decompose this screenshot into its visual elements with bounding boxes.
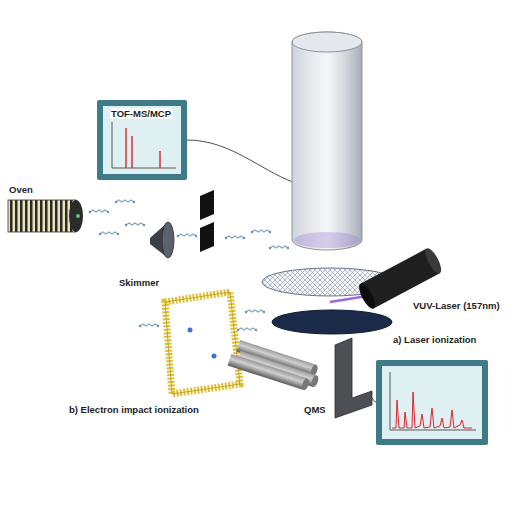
plot-axes <box>112 122 176 168</box>
part-label: a) Laser ionization <box>392 334 477 345</box>
repeller-plate <box>272 310 392 334</box>
monitor <box>376 360 488 445</box>
oven-exit <box>69 200 83 232</box>
tube-glow <box>294 232 360 248</box>
mass-spectrum <box>392 392 472 428</box>
cable <box>187 140 293 182</box>
tube-top <box>292 32 362 52</box>
oven <box>8 200 76 232</box>
part-label: Skimmer <box>118 277 160 288</box>
part-label: VUV-Laser (157nm) <box>412 300 501 311</box>
tof-tube <box>292 32 362 250</box>
ion-detector <box>335 338 372 418</box>
spectrum-peaks <box>126 128 160 168</box>
filament-frame <box>165 292 240 394</box>
skimmer-rim <box>162 222 174 258</box>
part-label: Oven <box>8 184 34 195</box>
quadrupole-rods <box>228 339 323 394</box>
slit <box>200 222 214 252</box>
monitor <box>97 100 187 180</box>
electron <box>212 354 217 359</box>
molecules <box>89 200 289 331</box>
oven-orifice <box>76 214 80 218</box>
part-label: b) Electron impact ionization <box>68 404 200 415</box>
part-label: TOF-MS/MCP <box>110 108 172 119</box>
plot-axes <box>390 372 476 430</box>
monitor-screen <box>103 106 181 174</box>
cable <box>372 398 376 402</box>
monitor-screen <box>382 366 482 439</box>
filament-frame-edge <box>165 292 240 394</box>
slit <box>200 190 214 220</box>
electron <box>188 328 193 333</box>
part-label: QMS <box>303 404 327 415</box>
